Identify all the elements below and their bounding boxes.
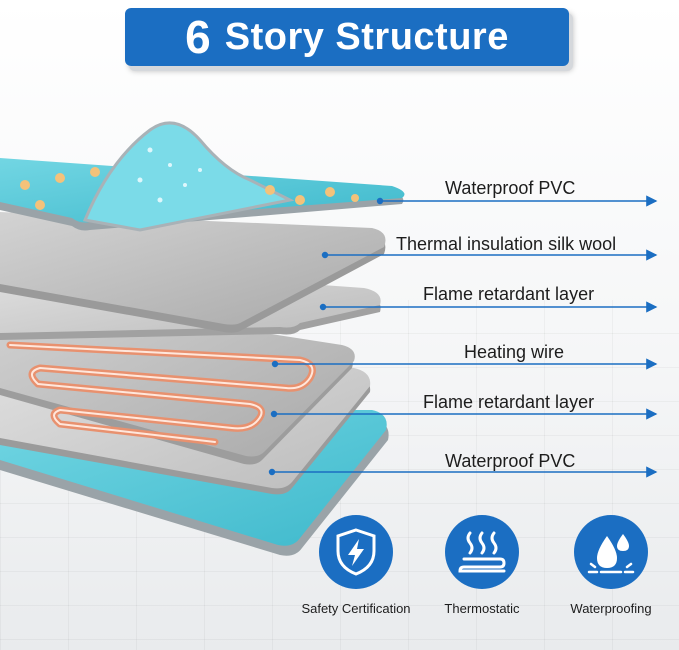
layer-label-2: Thermal insulation silk wool bbox=[396, 234, 617, 254]
layer-thermal-wool bbox=[0, 212, 386, 333]
feature-label: Thermostatic bbox=[444, 601, 520, 616]
curled-corner bbox=[82, 121, 295, 232]
shield-lightning-icon bbox=[319, 515, 393, 589]
heat-waves-icon bbox=[445, 515, 519, 589]
title-banner: 6 Story Structure bbox=[125, 8, 569, 66]
layer-label-3: Flame retardant layer bbox=[423, 284, 595, 304]
feature-label: Waterproofing bbox=[570, 601, 652, 616]
layer-label-1: Waterproof PVC bbox=[445, 178, 576, 198]
title-text: Story Structure bbox=[224, 16, 509, 58]
layer-label-6: Waterproof PVC bbox=[445, 451, 576, 471]
feature-thermostatic: Thermostatic bbox=[417, 515, 547, 616]
layer-label-5: Flame retardant layer bbox=[423, 392, 595, 412]
feature-waterproofing: Waterproofing bbox=[546, 515, 676, 616]
feature-safety-certification: Safety Certification bbox=[291, 515, 421, 616]
feature-label: Safety Certification bbox=[301, 601, 411, 616]
title-number: 6 bbox=[185, 11, 211, 63]
water-drops-icon bbox=[574, 515, 648, 589]
layer-top-pvc bbox=[0, 121, 405, 232]
layer-label-4: Heating wire bbox=[464, 342, 565, 362]
